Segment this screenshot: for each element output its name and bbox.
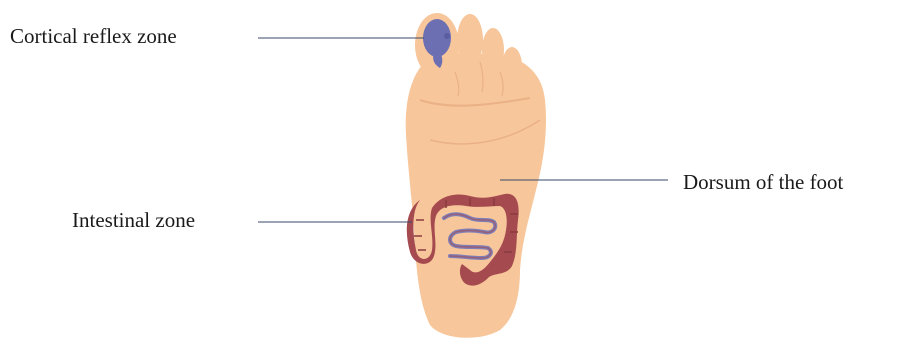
foot-sole: [406, 13, 546, 338]
intestinal-zone-label: Intestinal zone: [72, 210, 195, 231]
dorsum-of-the-foot-label: Dorsum of the foot: [683, 172, 843, 193]
cortical-zone-dot: [444, 33, 450, 39]
fourth-toe: [502, 47, 522, 85]
second-toe: [457, 14, 483, 66]
third-toe: [482, 28, 504, 72]
cortical-reflex-zone-label: Cortical reflex zone: [10, 26, 177, 47]
